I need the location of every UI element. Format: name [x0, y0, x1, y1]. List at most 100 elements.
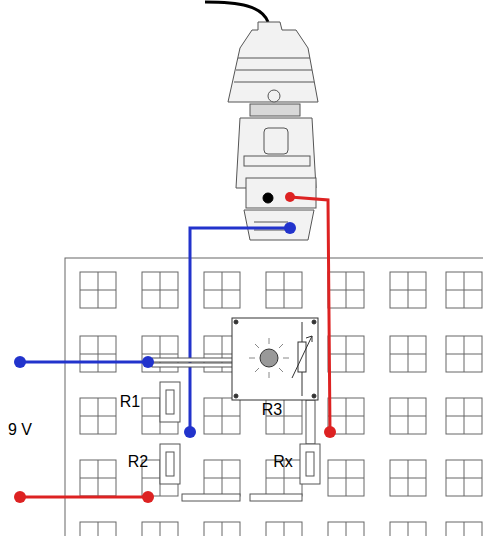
sensor-adapter [238, 58, 310, 59]
terminal-dots [14, 356, 26, 368]
sensor-adapter [228, 22, 318, 240]
board-grid [446, 398, 482, 434]
board-grid [390, 460, 426, 496]
potentiometer-module [232, 318, 318, 400]
terminal-dots [284, 222, 296, 234]
board-grid [80, 290, 116, 291]
potentiometer-module [279, 368, 283, 372]
board-grid [80, 416, 116, 417]
potentiometer-module [302, 322, 303, 342]
potentiometer-module [292, 336, 312, 378]
board-grid [80, 398, 116, 434]
resistor-label: R2 [128, 454, 148, 470]
bridge-connectors [182, 494, 240, 501]
board-grid [204, 460, 240, 496]
board-grid [284, 522, 285, 536]
sensor-adapter [264, 128, 288, 154]
terminal-dots [14, 491, 26, 503]
board-grid [142, 522, 178, 536]
plug-board [65, 258, 483, 536]
board-grid [446, 272, 482, 308]
resistor-symbol [300, 444, 320, 484]
potentiometer-module [255, 344, 259, 348]
sensor-cable [205, 2, 268, 22]
bridge-connectors [250, 494, 302, 501]
board-grid [390, 354, 426, 355]
resistor-label: R3 [262, 402, 282, 418]
board-grid [390, 398, 426, 434]
board-grid [408, 522, 409, 536]
sensor-adapter [244, 156, 310, 166]
resistor-label: R1 [120, 394, 140, 410]
potentiometer-module [306, 336, 312, 342]
board-grid [266, 478, 302, 479]
board-grid [204, 416, 240, 417]
sensor-adapter [254, 222, 288, 223]
board-grid [464, 522, 465, 536]
potentiometer-module [269, 338, 270, 344]
sensor-adapter [268, 90, 280, 102]
board-grid [390, 272, 426, 308]
potentiometer-module [260, 349, 278, 367]
sensor-cable [205, 2, 268, 22]
sensor-adapter [250, 104, 300, 116]
sensor-adapter [246, 178, 316, 208]
bridge-connectors [306, 400, 315, 444]
board-grid [390, 290, 426, 291]
sensor-adapter [263, 193, 273, 203]
potentiometer-module [269, 372, 270, 378]
potentiometer-module [234, 394, 238, 398]
sensor-adapter [236, 70, 312, 71]
sensor-adapter [244, 210, 314, 240]
board-grid [80, 272, 116, 308]
board-grid [390, 478, 426, 479]
potentiometer-module [312, 320, 316, 324]
board-grid [446, 478, 482, 479]
board-grid [142, 354, 178, 355]
resistor-symbol [306, 452, 314, 476]
board-grid [346, 522, 347, 536]
sensor-adapter [228, 22, 318, 102]
resistor-symbol [166, 452, 174, 476]
board-grid [446, 416, 482, 417]
board-grid [80, 336, 116, 372]
resistor-symbol [160, 382, 180, 422]
board-grid [390, 336, 426, 372]
board-grid [266, 272, 302, 308]
wires [20, 197, 330, 497]
potentiometer-module [249, 358, 255, 359]
board-grid [222, 522, 223, 536]
terminal-dots [324, 426, 336, 438]
board-grid [328, 522, 364, 536]
potentiometer-module [312, 394, 316, 398]
resistor-symbol [166, 390, 174, 414]
board-grid [328, 354, 364, 355]
potentiometer-module [249, 338, 289, 378]
board-grid [160, 522, 161, 536]
potentiometer-module [234, 320, 238, 324]
board-grid [142, 290, 178, 291]
potentiometer-module [255, 368, 259, 372]
board-grid [446, 336, 482, 372]
terminal-dots [184, 426, 196, 438]
potentiometer-module [232, 318, 318, 400]
board-grid [80, 460, 116, 496]
board-grid [446, 354, 482, 355]
potentiometer-module [279, 344, 283, 348]
board-grid [446, 290, 482, 291]
terminal-dots [285, 192, 295, 202]
potentiometer-module [283, 358, 289, 359]
terminal-dots [14, 192, 336, 503]
board-grid [204, 272, 240, 308]
wires [20, 496, 148, 499]
board-grid [446, 460, 482, 496]
board-grid [80, 354, 116, 355]
board-grid [266, 522, 302, 536]
potentiometer-module [302, 372, 303, 396]
board-grid [204, 398, 240, 434]
board-grid [80, 522, 116, 536]
board-grid [98, 522, 99, 536]
terminal-dots [142, 356, 154, 368]
